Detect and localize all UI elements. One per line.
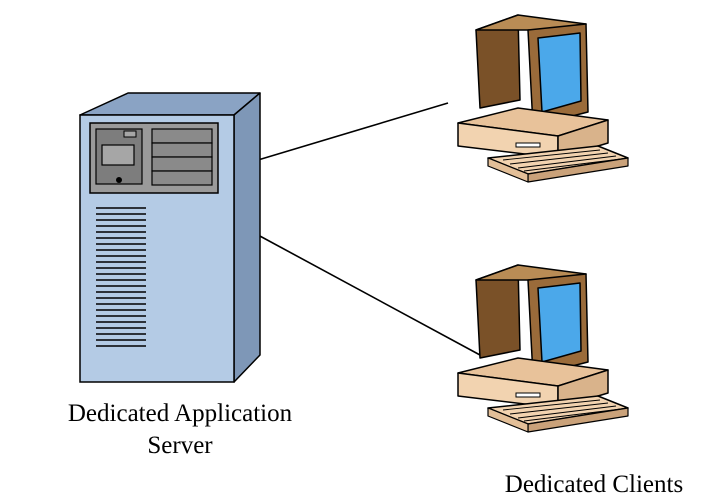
connection-line-client-1 xyxy=(257,102,449,161)
server-tower-icon xyxy=(79,92,261,383)
desktop-computer-icon xyxy=(457,264,629,433)
server-label-line1: Dedicated Application xyxy=(67,400,293,427)
connection-line-client-2 xyxy=(257,234,481,356)
clients-label: Dedicated Clients xyxy=(504,471,684,498)
server-label: Dedicated Application Server xyxy=(20,398,340,462)
desktop-computer-icon xyxy=(457,14,629,183)
server-label-line2: Server xyxy=(147,432,213,459)
